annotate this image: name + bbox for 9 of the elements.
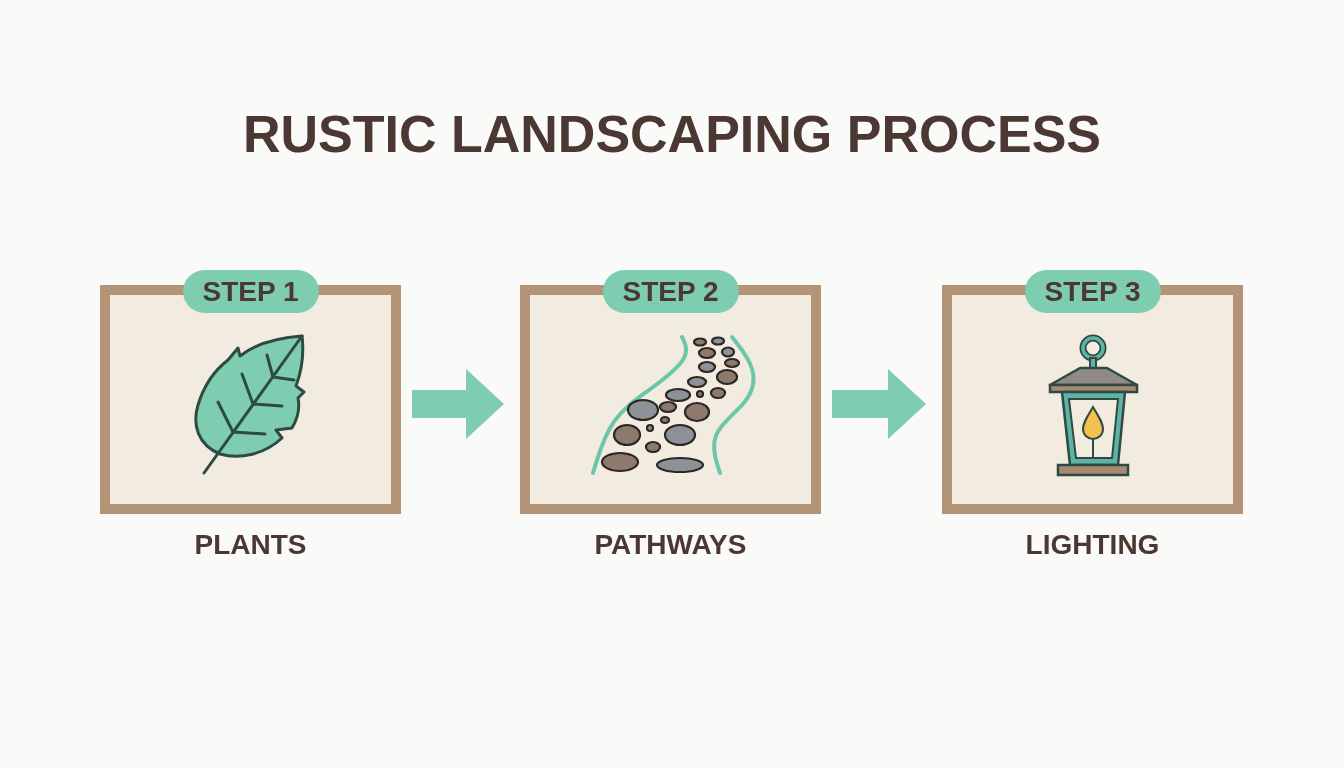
step-badge: STEP 3 xyxy=(1024,270,1161,313)
arrow xyxy=(832,369,926,439)
step-badge: STEP 1 xyxy=(182,270,319,313)
diagram-title: RUSTIC LANDSCAPING PROCESS xyxy=(242,106,1102,162)
step-caption: LIGHTING xyxy=(1025,529,1160,561)
step-caption: PATHWAYS xyxy=(594,529,747,561)
arrow xyxy=(412,369,504,439)
step-caption: PLANTS xyxy=(194,529,307,561)
step-badge: STEP 2 xyxy=(602,270,739,313)
